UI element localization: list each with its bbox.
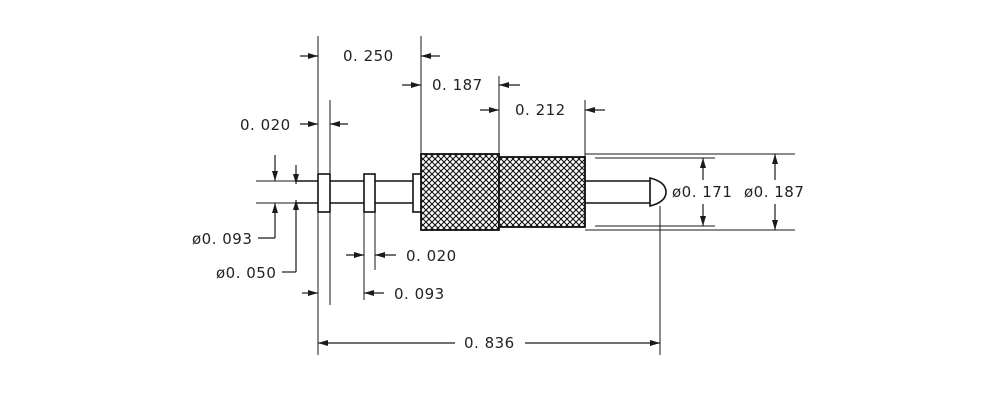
dim-flange-thickness: 0. 020	[240, 116, 291, 134]
dim-body-diameter: ø0. 187	[744, 183, 804, 201]
tip-dome	[649, 176, 667, 208]
knurl-rear	[498, 156, 586, 228]
pin-body	[296, 153, 667, 231]
dim-knurl-front: 0. 187	[432, 76, 483, 94]
dimension-labels: 0. 250 0. 187 0. 212 0. 020 0. 020 0. 09…	[192, 47, 804, 352]
knurl-front	[420, 153, 500, 231]
dim-knurl-rear: 0. 212	[515, 101, 566, 119]
dim-first-segment: 0. 250	[343, 47, 394, 65]
dimension-lines	[258, 53, 778, 346]
dim-flange-thickness-2: 0. 020	[406, 247, 457, 265]
dim-flange-spacing: 0. 093	[394, 285, 445, 303]
dim-overall-length: 0. 836	[464, 334, 515, 352]
dim-shank-diameter: ø0. 093	[192, 230, 252, 248]
dim-tip-diameter: ø0. 171	[672, 183, 732, 201]
flange-2	[363, 173, 376, 213]
flange-1	[317, 173, 331, 213]
dim-pin-diameter: ø0. 050	[216, 264, 276, 282]
